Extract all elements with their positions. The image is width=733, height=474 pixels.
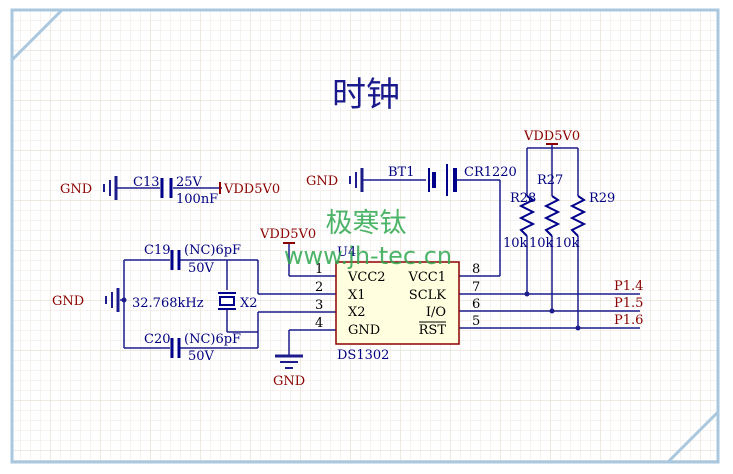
sheet-border xyxy=(10,8,720,464)
pin-name: VCC2 xyxy=(347,270,386,285)
pin-number: 7 xyxy=(472,280,480,295)
junction-dot xyxy=(575,325,581,331)
pin-number: 6 xyxy=(472,297,480,312)
r28-ref: R28 xyxy=(510,191,536,206)
pin-number: 5 xyxy=(472,314,480,329)
capacitor-symbol xyxy=(170,250,181,270)
capacitor-symbol xyxy=(170,338,181,358)
watermark-url: www.jh-tec.cn xyxy=(284,242,452,270)
gnd-label: GND xyxy=(273,374,305,389)
battery-wires xyxy=(362,179,501,277)
pin-number: 1 xyxy=(315,262,323,277)
junction-dot xyxy=(121,297,127,303)
resistor-symbol xyxy=(543,195,561,237)
sheet-corner-tl xyxy=(10,8,64,62)
r27-value: 10k xyxy=(529,236,554,251)
junction-dot xyxy=(549,308,555,314)
r27-ref: R27 xyxy=(537,173,563,188)
pin-name: X1 xyxy=(348,288,366,303)
c19-voltage: 50V xyxy=(188,261,215,276)
gnd-symbol xyxy=(105,288,120,312)
pin-name: SCLK xyxy=(409,288,446,303)
gnd-label: GND xyxy=(52,294,84,309)
gnd-symbol xyxy=(103,176,118,200)
c20-ref: C20 xyxy=(144,332,171,347)
pin-name: VCC1 xyxy=(407,270,446,285)
ic-body xyxy=(335,261,460,345)
ic-ref: U4 xyxy=(337,245,356,260)
gnd-label: GND xyxy=(306,174,338,189)
c19-ref: C19 xyxy=(144,243,171,258)
vdd-label: VDD5V0 xyxy=(259,227,316,242)
r29-ref: R29 xyxy=(589,191,615,206)
pin-name: I/O xyxy=(426,305,446,320)
resistor-symbol xyxy=(569,195,587,237)
bt1-part: CR1220 xyxy=(464,165,517,180)
port-label: P1.4 xyxy=(614,279,643,294)
schematic-title: 时钟 xyxy=(332,75,400,115)
c20-voltage: 50V xyxy=(188,349,215,364)
ic-part: DS1302 xyxy=(337,348,389,363)
port-label: P1.6 xyxy=(614,313,643,328)
c20-value: (NC)6pF xyxy=(184,332,241,347)
junction-dot xyxy=(524,291,530,297)
capacitor-symbol xyxy=(160,178,173,198)
c19-value: (NC)6pF xyxy=(184,243,241,258)
gnd-label: GND xyxy=(60,182,92,197)
battery-symbol xyxy=(428,164,457,196)
vdd-label: VDD5V0 xyxy=(223,182,280,197)
pullup-wires xyxy=(526,144,579,328)
watermark-cn: 极寒钛 xyxy=(326,208,407,239)
vdd-label: VDD5V0 xyxy=(523,129,580,144)
pin-number: 3 xyxy=(315,298,323,313)
c13-ref: C13 xyxy=(133,175,160,190)
pin-number: 8 xyxy=(472,262,480,277)
crystal-wires xyxy=(120,259,292,349)
bt1-ref: BT1 xyxy=(388,165,415,180)
gnd-symbol xyxy=(275,354,303,369)
gnd-symbol xyxy=(349,168,364,192)
c13-voltage: 25V xyxy=(176,175,203,190)
r28-value: 10k xyxy=(503,236,528,251)
pin-name: GND xyxy=(348,323,380,338)
pin-number: 4 xyxy=(315,316,323,331)
resistor-symbol xyxy=(518,195,536,237)
pin-name: RST xyxy=(419,323,447,338)
port-label: P1.5 xyxy=(614,296,643,311)
crystal-symbol xyxy=(218,292,236,310)
sheet-grid xyxy=(12,10,718,462)
c13-value: 100nF xyxy=(176,192,218,207)
pin-number: 2 xyxy=(315,280,323,295)
sheet-corner-br xyxy=(666,410,720,464)
pin-name: X2 xyxy=(348,305,366,320)
crystal-ref: X2 xyxy=(240,296,258,311)
r29-value: 10k xyxy=(555,236,580,251)
crystal-value: 32.768kHz xyxy=(132,296,204,311)
